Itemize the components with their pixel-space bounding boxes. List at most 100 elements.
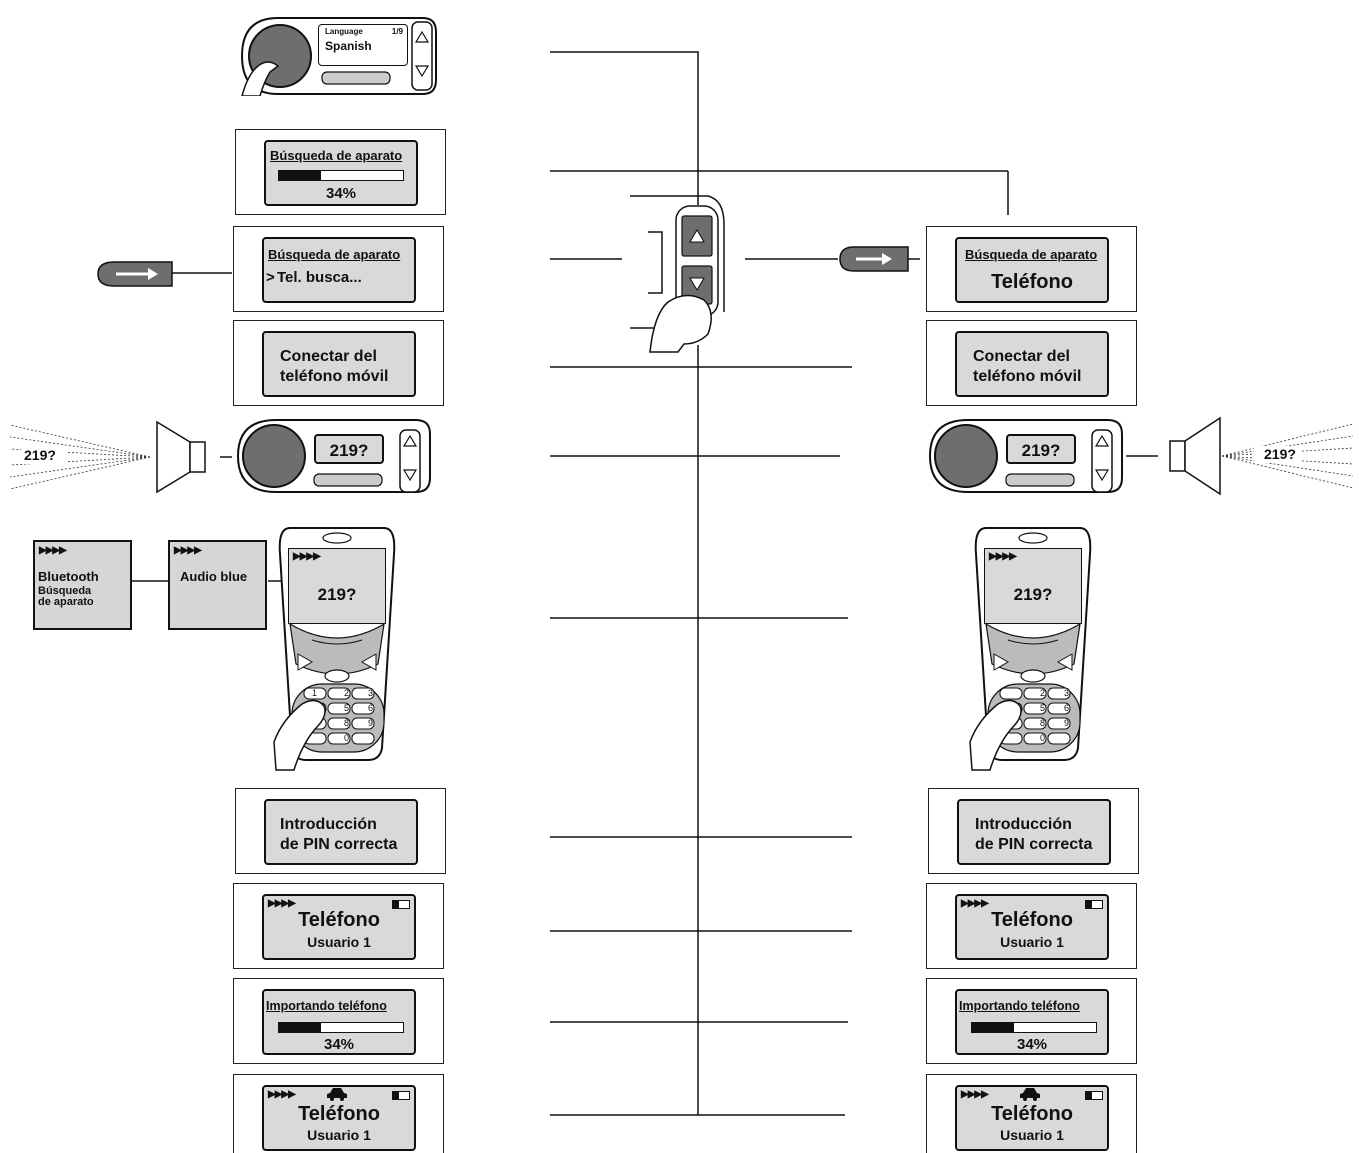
car-icon xyxy=(327,1088,347,1101)
key-0-left: 0 xyxy=(344,733,350,743)
phone-left-text: 219? xyxy=(317,585,357,604)
left-phone-user-screen: ▶▶▶▶ Teléfono Usuario 1 xyxy=(262,894,416,960)
final-signal-icon: ▶▶▶▶ xyxy=(268,1089,296,1100)
final-subtitle: Usuario 1 xyxy=(307,1127,371,1143)
search-phone-marker: > xyxy=(266,269,275,286)
screen-title: Language xyxy=(325,27,363,36)
right-connect-line-2: teléfono móvil xyxy=(973,368,1082,385)
key-6-right: 6 xyxy=(1064,703,1070,713)
key-8-right: 8 xyxy=(1040,718,1046,728)
right-connect-line-1: Conectar del xyxy=(973,348,1070,365)
car-icon xyxy=(1020,1088,1040,1101)
left-speaker-graphic xyxy=(9,420,206,494)
left-pin-ok-panel: Introducción de PIN correcta xyxy=(235,788,446,874)
left-search-phone-panel: Búsqueda de aparato > Tel. busca... xyxy=(233,226,444,312)
pin-ok-line-1: Introducción xyxy=(280,816,377,833)
left-search-progress-screen: Búsqueda de aparato 34% xyxy=(264,140,418,206)
right-phone-user-panel: ▶▶▶▶ Teléfono Usuario 1 xyxy=(926,883,1137,969)
user-subtitle: Usuario 1 xyxy=(307,934,371,950)
left-speaker: 219? xyxy=(0,420,215,495)
right-final-title: Teléfono xyxy=(991,1103,1073,1125)
mobile-phone-left: ▶▶▶▶ 219? 1 2 3 5 6 8 9 0 xyxy=(272,524,402,774)
pin-ok-line-2: de PIN correcta xyxy=(280,836,398,853)
menu1-line-2: Búsqueda xyxy=(38,585,92,597)
left-connect-screen: Conectar del teléfono móvil xyxy=(262,331,416,397)
menu1-line-3: de aparato xyxy=(38,596,94,608)
user-title: Teléfono xyxy=(298,909,380,931)
import-title: Importando teléfono xyxy=(266,999,387,1013)
key-3-left: 3 xyxy=(368,688,374,698)
device-right-screen: 219? xyxy=(1006,434,1076,464)
left-import-panel: Importando teléfono 34% xyxy=(233,978,444,1064)
device-top: Language 1/9 Spanish xyxy=(238,10,438,97)
phone-right-signal-icon: ▶▶▶▶ xyxy=(989,551,1017,562)
phone-right-text: 219? xyxy=(1013,585,1053,604)
phone-left-signal-icon: ▶▶▶▶ xyxy=(293,551,321,562)
menu2-line-1: Audio blue xyxy=(180,569,248,584)
right-speaker-graphic xyxy=(1169,416,1354,496)
device-top-screen: Language 1/9 Spanish xyxy=(318,24,408,66)
device-left-screen: 219? xyxy=(314,434,384,464)
screen-page: 1/9 xyxy=(391,27,403,36)
battery-icon xyxy=(392,900,410,909)
key-9-right: 9 xyxy=(1064,718,1070,728)
right-pin-ok-line-2: de PIN correcta xyxy=(975,836,1093,853)
key-6-left: 6 xyxy=(368,703,374,713)
search-progress-percent: 34% xyxy=(325,185,357,202)
phone-menu-audio: ▶▶▶▶ Audio blue xyxy=(168,540,267,630)
left-pin-ok-screen: Introducción de PIN correcta xyxy=(264,799,418,865)
right-import-percent: 34% xyxy=(1016,1036,1048,1053)
key-2-left: 2 xyxy=(344,688,350,698)
right-final-panel: ▶▶▶▶ Teléfono Usuario 1 xyxy=(926,1074,1137,1153)
user-signal-icon: ▶▶▶▶ xyxy=(268,898,296,909)
right-user-title: Teléfono xyxy=(991,909,1073,931)
phone-menu-bluetooth: ▶▶▶▶ Bluetooth Búsqueda de aparato xyxy=(33,540,132,630)
right-pin-ok-screen: Introducción de PIN correcta xyxy=(957,799,1111,865)
battery-icon xyxy=(1085,1091,1103,1100)
key-2-right: 2 xyxy=(1040,688,1046,698)
key-8-left: 8 xyxy=(344,718,350,728)
import-progress-fill xyxy=(279,1023,322,1032)
menu1-signal-icon: ▶▶▶▶ xyxy=(39,545,67,556)
finger-controller xyxy=(630,195,725,353)
connect-line-2: teléfono móvil xyxy=(280,368,389,385)
left-search-progress-panel: Búsqueda de aparato 34% xyxy=(235,129,446,215)
final-title: Teléfono xyxy=(298,1103,380,1125)
right-import-title: Importando teléfono xyxy=(959,999,1080,1013)
key-1: 1 xyxy=(312,688,318,698)
menu2-signal-icon: ▶▶▶▶ xyxy=(174,545,202,556)
right-phone-user-screen: ▶▶▶▶ Teléfono Usuario 1 xyxy=(955,894,1109,960)
battery-icon xyxy=(392,1091,410,1100)
screen-value: Spanish xyxy=(325,39,372,53)
left-search-phone-screen: Búsqueda de aparato > Tel. busca... xyxy=(262,237,416,303)
device-left-text: 219? xyxy=(329,441,369,460)
import-percent: 34% xyxy=(323,1036,355,1053)
right-search-title: Búsqueda de aparato xyxy=(965,247,1098,262)
right-pin-ok-line-1: Introducción xyxy=(975,816,1072,833)
key-0-right: 0 xyxy=(1040,733,1046,743)
right-search-phone-screen: Búsqueda de aparato Teléfono xyxy=(955,237,1109,303)
right-import-panel: Importando teléfono 34% xyxy=(926,978,1137,1064)
mobile-phone-left-screen: ▶▶▶▶ 219? xyxy=(288,548,386,624)
right-final-signal-icon: ▶▶▶▶ xyxy=(961,1089,989,1100)
mobile-phone-right: ▶▶▶▶ 219? 2 3 5 6 8 9 0 xyxy=(968,524,1098,774)
key-9-left: 9 xyxy=(368,718,374,728)
search-phone-line: Tel. busca... xyxy=(277,269,362,286)
left-final-screen: ▶▶▶▶ Teléfono Usuario 1 xyxy=(262,1085,416,1151)
right-search-line: Teléfono xyxy=(991,271,1073,293)
search-progress-fill xyxy=(279,171,322,180)
search-progress-title: Búsqueda de aparato xyxy=(270,148,403,163)
right-search-phone-panel: Búsqueda de aparato Teléfono xyxy=(926,226,1137,312)
connect-line-1: Conectar del xyxy=(280,348,377,365)
left-final-panel: ▶▶▶▶ Teléfono Usuario 1 xyxy=(233,1074,444,1153)
right-import-progress-fill xyxy=(972,1023,1015,1032)
device-left: 219? xyxy=(236,416,432,496)
right-connect-screen: Conectar del teléfono móvil xyxy=(955,331,1109,397)
right-speaker-text: 219? xyxy=(1264,446,1296,462)
right-connect-panel: Conectar del teléfono móvil xyxy=(926,320,1137,406)
key-3-right: 3 xyxy=(1064,688,1070,698)
right-arrow-key xyxy=(839,246,909,272)
right-user-signal-icon: ▶▶▶▶ xyxy=(961,898,989,909)
right-user-subtitle: Usuario 1 xyxy=(1000,934,1064,950)
